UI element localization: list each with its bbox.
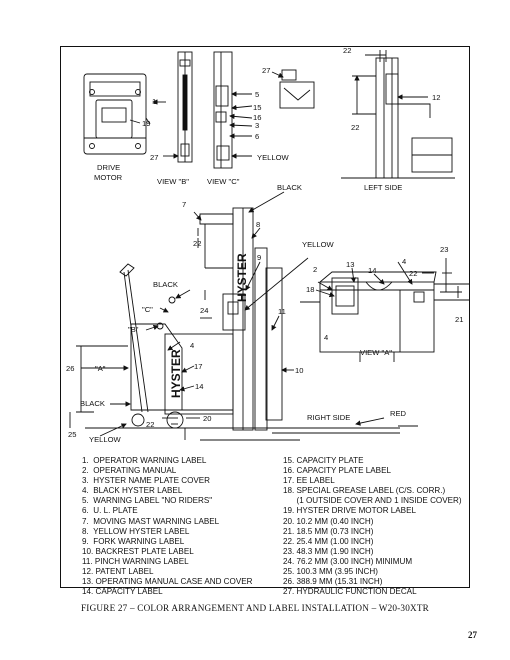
note-red: RED xyxy=(390,409,407,418)
legend-item: 21. 18.5 MM (0.73 INCH) xyxy=(283,526,374,536)
left-side-drawing xyxy=(341,57,455,179)
legend-item: 7. MOVING MAST WARNING LABEL xyxy=(82,516,220,526)
note-yellow-mast: YELLOW xyxy=(302,240,334,249)
truck-drawing xyxy=(85,207,418,441)
callout-11: 11 xyxy=(278,307,286,316)
callout-22-left-side-b: 22 xyxy=(351,123,359,132)
callout-27: 27 xyxy=(262,66,270,75)
callout-26: 26 xyxy=(66,364,74,373)
drive-motor-drawing xyxy=(83,73,151,155)
callout-1: 1 xyxy=(152,97,156,106)
view-b-drawing xyxy=(177,51,193,163)
legend-item: 13. OPERATING MANUAL CASE AND COVER xyxy=(82,577,253,587)
title-view-b: VIEW "B" xyxy=(157,177,189,186)
ref-c: "C" xyxy=(142,305,153,314)
legend-item: 17. EE LABEL xyxy=(283,476,335,486)
legend-item: 6. U. L. PLATE xyxy=(82,506,138,516)
note-black-mast: BLACK xyxy=(277,183,302,192)
figure-frame xyxy=(60,46,470,588)
callout-19: 19 xyxy=(142,119,150,128)
legend-item: 16. CAPACITY PLATE LABEL xyxy=(283,466,391,476)
legend-item: 27. HYDRAULIC FUNCTION DECAL xyxy=(283,587,417,597)
ref-b: "B" xyxy=(128,325,139,334)
legend-item: (1 OUTSIDE COVER AND 1 INSIDE COVER) xyxy=(283,496,462,506)
ref-a: "A" xyxy=(95,364,106,373)
callout-23: 23 xyxy=(440,245,448,254)
figure-caption: FIGURE 27 – COLOR ARRANGEMENT AND LABEL … xyxy=(81,603,429,613)
legend-item: 22. 25.4 MM (1.00 INCH) xyxy=(283,536,374,546)
title-left-side: LEFT SIDE xyxy=(364,183,402,192)
callout-22-view-a: 22 xyxy=(409,269,417,278)
label-installation-drawing: HYSTER HYSTER xyxy=(66,46,470,444)
legend-item: 20. 10.2 MM (0.40 INCH) xyxy=(283,516,374,526)
callout-27-view-b: 27 xyxy=(150,153,158,162)
legend-item: 10. BACKREST PLATE LABEL xyxy=(82,546,194,556)
legend-item: 1. OPERATOR WARNING LABEL xyxy=(82,456,207,465)
callout-16: 16 xyxy=(253,113,261,122)
legend-left: 1. OPERATOR WARNING LABEL 2. OPERATING M… xyxy=(82,456,252,597)
note-black-base: BLACK xyxy=(80,399,105,408)
legend-item: 15. CAPACITY PLATE xyxy=(283,456,364,465)
callout-4-body: 4 xyxy=(190,341,194,350)
callout-21: 21 xyxy=(455,315,463,324)
legend-item: 14. CAPACITY LABEL xyxy=(82,587,163,597)
legend-item: 19. HYSTER DRIVE MOTOR LABEL xyxy=(283,506,416,516)
brand-text-mast: HYSTER xyxy=(235,253,249,302)
callout-17: 17 xyxy=(194,362,202,371)
legend-item: 3. HYSTER NAME PLATE COVER xyxy=(82,476,211,486)
callout-7: 7 xyxy=(182,200,186,209)
callout-8: 8 xyxy=(256,220,260,229)
callout-4-view-a: 4 xyxy=(324,333,328,342)
callout-6: 6 xyxy=(255,132,259,141)
legend-item: 23. 48.3 MM (1.90 INCH) xyxy=(283,546,374,556)
page-number: 27 xyxy=(468,630,477,640)
callout-22-mast: 22 xyxy=(193,239,201,248)
legend-item: 9. FORK WARNING LABEL xyxy=(82,536,185,546)
legend-item: 2. OPERATING MANUAL xyxy=(82,466,177,476)
callout-10: 10 xyxy=(295,366,303,375)
legend-item: 26. 388.9 MM (15.31 INCH) xyxy=(283,577,383,587)
callout-14-body: 14 xyxy=(195,382,203,391)
legend-item: 24. 76.2 MM (3.00 INCH) MINIMUM xyxy=(283,556,413,566)
title-drive-motor-2: MOTOR xyxy=(94,173,123,182)
legend-item: 11. PINCH WARNING LABEL xyxy=(82,556,189,566)
view-titles: DRIVE MOTOR VIEW "B" VIEW "C" LEFT SIDE … xyxy=(94,163,402,422)
legend-item: 8. YELLOW HYSTER LABEL xyxy=(82,526,190,536)
callout-18: 18 xyxy=(306,285,314,294)
legend-item: 18. SPECIAL GREASE LABEL (C/S. CORR.) xyxy=(283,486,446,496)
callout-15: 15 xyxy=(253,103,261,112)
callout-5: 5 xyxy=(255,90,259,99)
callout-24: 24 xyxy=(200,306,208,315)
callout-22-base: 22 xyxy=(146,420,154,429)
title-right-side: RIGHT SIDE xyxy=(307,413,350,422)
callout-22-left-side: 22 xyxy=(343,46,351,55)
legend-item: 4. BLACK HYSTER LABEL xyxy=(82,486,183,496)
callout-9: 9 xyxy=(257,253,261,262)
legend-item: 12. PATENT LABEL xyxy=(82,567,154,577)
title-view-a: VIEW "A" xyxy=(360,348,392,357)
legend-item: 25. 100.3 MM (3.95 INCH) xyxy=(283,567,378,577)
legend-item: 5. WARNING LABEL "NO RIDERS" xyxy=(82,496,213,506)
callout-4: 4 xyxy=(402,257,406,266)
callout-3: 3 xyxy=(255,121,259,130)
view-a-drawing xyxy=(300,271,470,362)
callout-13: 13 xyxy=(346,260,354,269)
callout-14: 14 xyxy=(368,266,376,275)
callout-labels: 1 2 3 4 4 4 5 6 7 8 9 10 11 12 13 14 14 … xyxy=(66,46,463,444)
note-yellow-base: YELLOW xyxy=(89,435,121,444)
title-view-c: VIEW "C" xyxy=(207,177,240,186)
callout-20: 20 xyxy=(203,414,211,423)
callout-2: 2 xyxy=(313,265,317,274)
title-drive-motor-1: DRIVE xyxy=(97,163,120,172)
brand-text-body: HYSTER xyxy=(169,349,183,398)
note-yellow-view-c: YELLOW xyxy=(257,153,289,162)
note-black-body: BLACK xyxy=(153,280,178,289)
callout-25: 25 xyxy=(68,430,76,439)
legend-right: 15. CAPACITY PLATE 16. CAPACITY PLATE LA… xyxy=(283,456,462,597)
callout-12: 12 xyxy=(432,93,440,102)
